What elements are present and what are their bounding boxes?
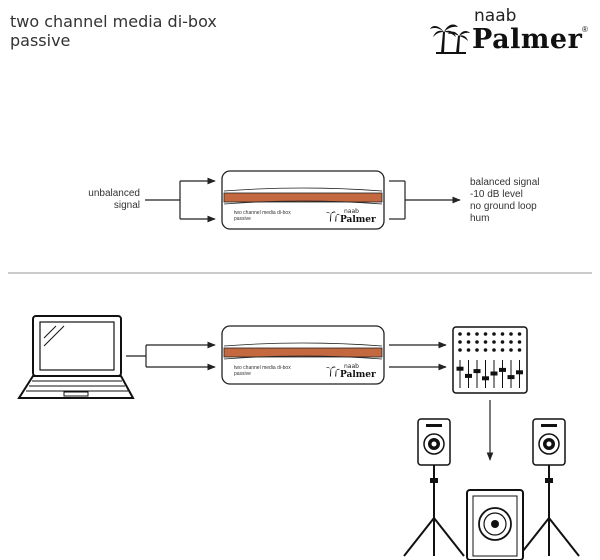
mixer-knob: [500, 332, 505, 336]
laptop-icon: [17, 315, 135, 399]
device-label-line-2: passive: [234, 216, 251, 222]
output-label-line-2: -10 dB level: [470, 189, 523, 200]
device-stripe: [223, 192, 383, 203]
mixer-knob: [458, 340, 462, 344]
mixer-fader-cap: [499, 367, 506, 372]
mixer-knob: [466, 348, 471, 352]
mixer-knob: [500, 348, 505, 352]
device-brand-small: naab: [344, 363, 359, 370]
mixer-knob: [483, 348, 488, 352]
device-label-line-1: two channel media di-box: [234, 365, 291, 371]
mixer-fader-cap: [516, 370, 523, 375]
mixer-knob: [492, 332, 496, 336]
page-title: two channel media di-box passive: [10, 12, 217, 50]
mixer-fader-cap: [473, 369, 481, 374]
mixer-knob: [517, 348, 522, 352]
mixer-knob: [458, 348, 462, 352]
input-signal-label: unbalanced signal: [60, 188, 140, 212]
mixer-fader-cap: [482, 376, 489, 381]
brand-top-word: naab: [474, 6, 517, 26]
subwoofer-icon: [466, 489, 524, 560]
device-label-line-2: passive: [234, 371, 251, 377]
di-box-device-top: two channel media di-box passive naab Pa…: [221, 170, 385, 230]
device-stripe: [223, 347, 383, 358]
mixer-knob: [483, 332, 488, 336]
mixer-knob: [492, 340, 496, 344]
output-label-line-4: hum: [470, 213, 490, 224]
device-palm-icon: [326, 366, 340, 377]
output-signal-label: balanced signal -10 dB level no ground l…: [470, 177, 590, 225]
mixer-fader-cap: [507, 375, 515, 380]
setup-signal-lines: [126, 341, 494, 461]
mixer-knob: [475, 332, 479, 336]
input-label-line-1: unbalanced: [88, 188, 140, 199]
mixer-knob: [458, 332, 462, 336]
registered-mark: ®: [582, 25, 588, 34]
mixer-knob: [475, 348, 479, 352]
palm-tree-icon: [430, 24, 470, 54]
mixer-fader-cap: [465, 373, 472, 378]
brand-logo: naab Palmer ®: [430, 6, 590, 56]
mixer-knob: [517, 332, 522, 336]
mixer-knob: [509, 348, 513, 352]
device-label-line-1: two channel media di-box: [234, 210, 291, 216]
device-brand-big: Palmer: [340, 370, 376, 380]
mixer-knob: [500, 340, 505, 344]
device-palm-icon: [326, 211, 340, 222]
speaker-right-icon: [518, 418, 580, 557]
device-brand-big: Palmer: [340, 215, 376, 225]
device-brand-small: naab: [344, 208, 359, 215]
signal-diagram: [145, 177, 461, 223]
mixer-knob: [475, 340, 479, 344]
speaker-left-icon: [403, 418, 465, 557]
brand-name: Palmer: [472, 24, 583, 55]
di-box-device-bottom: two channel media di-box passive naab Pa…: [221, 325, 385, 385]
mixer-knob: [483, 340, 488, 344]
input-label-line-2: signal: [113, 200, 140, 211]
mixer-knob: [466, 332, 471, 336]
mixer-knob: [517, 340, 522, 344]
title-line-1: two channel media di-box: [10, 12, 217, 31]
mixer-fader-cap: [456, 366, 464, 371]
mixer-knob: [492, 348, 496, 352]
output-label-line-1: balanced signal: [470, 177, 540, 188]
mixing-console-icon: [452, 326, 528, 394]
title-line-2: passive: [10, 31, 71, 50]
mixer-fader-cap: [490, 371, 498, 376]
output-label-line-3: no ground loop: [470, 201, 537, 212]
mixer-knob: [509, 340, 513, 344]
mixer-knob: [466, 340, 471, 344]
mixer-knob: [509, 332, 513, 336]
